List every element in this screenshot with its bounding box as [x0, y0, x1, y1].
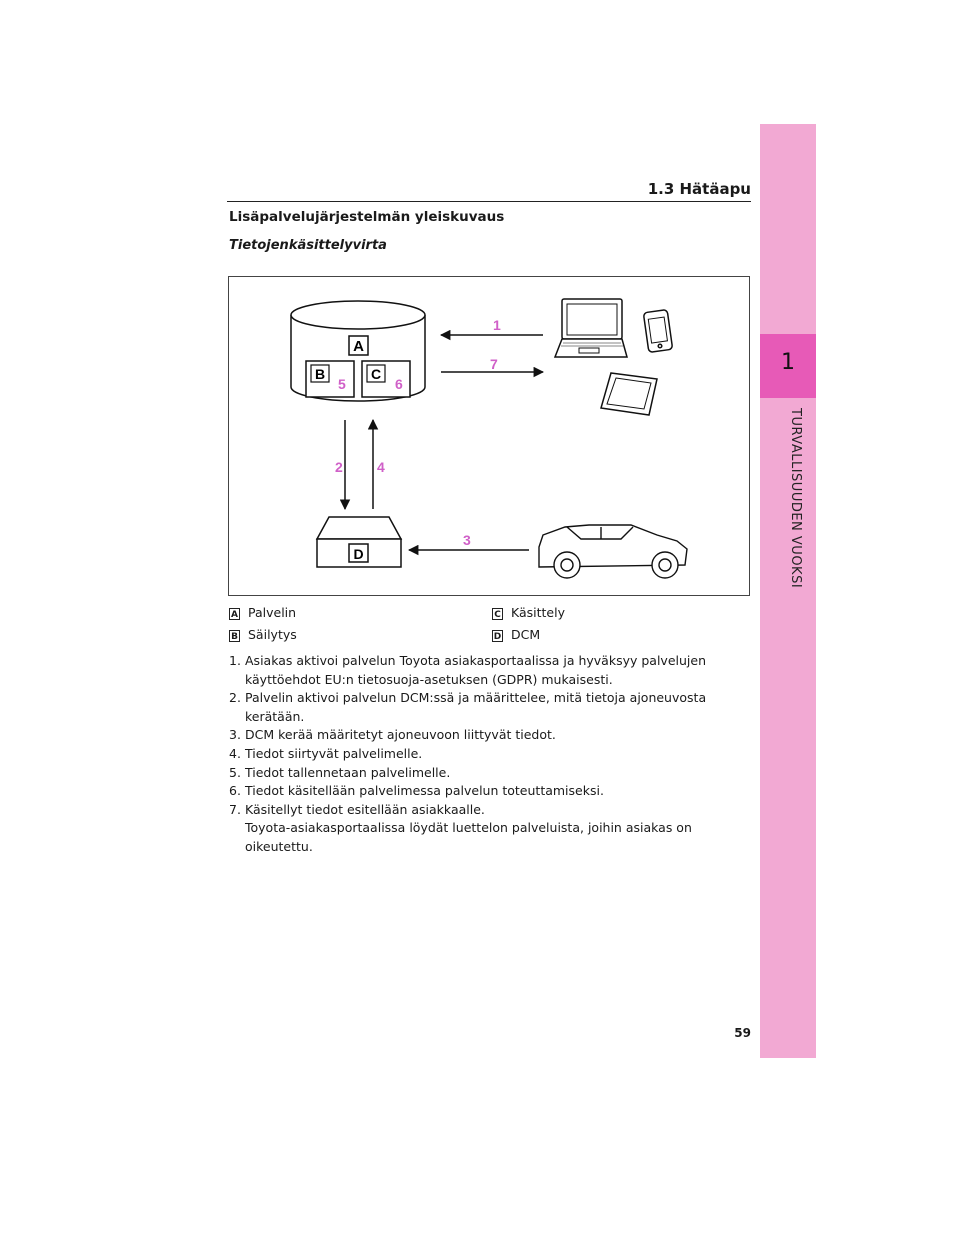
legend-item-c: C Käsittely [492, 605, 565, 620]
legend-label-b: Säilytys [248, 627, 297, 642]
list-item: 3.DCM kerää määritetyt ajoneuvoon liitty… [229, 726, 749, 745]
step-number: 4. [229, 745, 241, 761]
chapter-number: 1 [781, 350, 795, 375]
page-number: 59 [734, 1026, 751, 1040]
tablet-icon [600, 372, 658, 416]
legend-tag-a: A [229, 607, 240, 620]
legend-tag-c: C [492, 607, 503, 620]
flow-number-6: 6 [395, 376, 403, 392]
list-item: 2.Palvelin aktivoi palvelun DCM:ssä ja m… [229, 689, 749, 726]
step-text: Tiedot tallennetaan palvelimelle. [245, 764, 451, 780]
section-header: 1.3 Hätäapu [647, 180, 751, 198]
step-number: 3. [229, 727, 241, 743]
box-b-label: B [315, 366, 325, 382]
flow-number-4: 4 [377, 459, 385, 475]
step-text: Asiakas aktivoi palvelun Toyota asiakasp… [245, 653, 706, 687]
legend-label-c: Käsittely [511, 605, 565, 620]
smartphone-icon [643, 309, 673, 353]
list-item: 4.Tiedot siirtyvät palvelimelle. [229, 745, 749, 764]
step-number: 1. [229, 653, 241, 668]
note: Toyota-asiakasportaalissa löydät luettel… [229, 819, 749, 856]
chapter-number-box [760, 334, 816, 398]
legend-tag-b: B [229, 629, 240, 642]
legend-item-b: B Säilytys [229, 627, 297, 642]
page-subtitle: Tietojenkäsittelyvirta [229, 238, 387, 253]
steps-list: 1. Asiakas aktivoi palvelun Toyota asiaka… [229, 652, 749, 857]
legend-label-d: DCM [511, 627, 541, 642]
flow-number-1: 1 [493, 317, 501, 333]
list-item: 5.Tiedot tallennetaan palvelimelle. [229, 764, 749, 783]
legend-tag-d: D [492, 629, 503, 642]
list-item: 7.Käsitellyt tiedot esitellään asiakkaal… [229, 801, 749, 820]
step-number: 6. [229, 783, 241, 799]
step-number: 5. [229, 764, 241, 780]
box-a [348, 335, 369, 356]
flow-number-7: 7 [490, 356, 498, 372]
step-text: Käsitellyt tiedot esitellään asiakkaalle… [245, 801, 485, 817]
step-text: Palvelin aktivoi palvelun DCM:ssä ja mää… [245, 690, 707, 724]
step-number: 2. [229, 690, 241, 706]
flow-number-3: 3 [463, 532, 471, 548]
step-number: 7. [229, 801, 241, 817]
list-item: 6.Tiedot käsitellään palvelimessa palvel… [229, 782, 749, 801]
page-title: Lisäpalvelujärjestelmän yleiskuvaus [229, 209, 505, 225]
flow-number-2: 2 [335, 459, 343, 475]
flow-number-5: 5 [338, 376, 346, 392]
box-d [348, 543, 369, 563]
box-c-label: C [371, 366, 381, 382]
legend-item-d: D DCM [492, 627, 540, 642]
step-text: Tiedot siirtyvät palvelimelle. [245, 745, 423, 761]
note-text: Toyota-asiakasportaalissa löydät luettel… [245, 820, 692, 854]
box-a-label: A [353, 338, 364, 355]
header-rule [227, 201, 751, 202]
list-item: 1. Asiakas aktivoi palvelun Toyota asiaka… [229, 652, 749, 689]
data-flow-diagram: A B C 1 2 3 4 5 6 7 [228, 276, 750, 596]
chapter-title: TURVALLISUUDEN VUOKSI [788, 408, 803, 589]
car-icon [538, 524, 688, 579]
chapter-side-tab [760, 124, 816, 1058]
box-d-label: D [353, 546, 363, 562]
box-b-tag [310, 364, 330, 383]
note-indent [229, 819, 245, 856]
diagram-svg: A B C 1 2 3 4 5 6 7 [290, 298, 688, 579]
step-text: Tiedot käsitellään palvelimessa palvelun… [245, 783, 604, 799]
legend-item-a: A Palvelin [229, 605, 296, 620]
legend-label-a: Palvelin [248, 605, 297, 620]
step-text: DCM kerää määritetyt ajoneuvoon liittyvä… [245, 727, 556, 743]
laptop-icon [553, 298, 628, 358]
box-c-tag [366, 364, 386, 383]
